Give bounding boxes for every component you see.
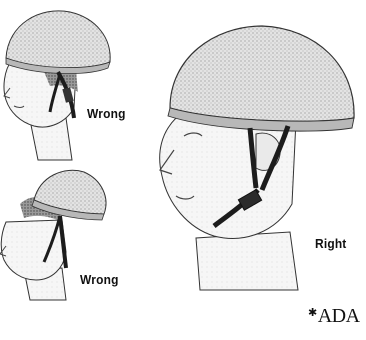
logo-mark-icon: ✱ [308,307,317,319]
face-shape [160,118,296,238]
helmet-shape [170,26,354,121]
logo-text: ADA [318,305,360,327]
helmet-shape [6,11,110,68]
label-wrong-top: Wrong [87,106,126,121]
label-right: Right [315,236,346,251]
neck-shape [196,232,298,290]
ada-logo: ✱ADA [308,305,360,328]
figure-wrong-top [4,11,110,160]
label-wrong-bottom: Wrong [80,272,119,287]
